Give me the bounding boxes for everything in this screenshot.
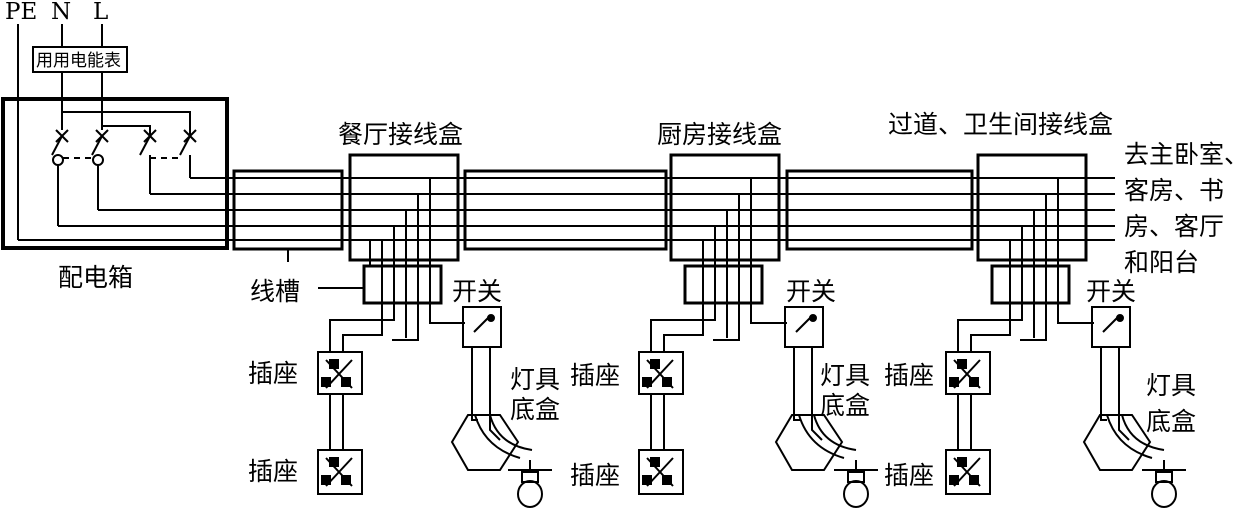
junction-box-kitchen [650,153,787,352]
meter-label: 用用电能表 [36,51,121,71]
destination-line-1: 去主卧室、 [1124,140,1249,169]
pe-label: PE [5,0,37,25]
socket [317,449,363,495]
switch-label: 开关 [1086,277,1136,306]
bulb-icon [508,460,552,508]
room-group-dining: 开关 插座 插座 [248,277,560,508]
socket-label: 插座 [884,361,934,390]
socket-label: 插座 [248,457,298,486]
bulb-icon [1142,460,1186,508]
lamp-box [774,414,857,471]
panel-label: 配电箱 [58,263,133,292]
l-label: L [93,0,108,25]
socket-label: 插座 [570,461,620,490]
destination-line-4: 和阳台 [1124,248,1199,277]
switch-label: 开关 [452,277,502,306]
trough-label: 线槽 [250,277,300,306]
lamp-label-line1: 灯具 [820,361,870,390]
socket-label: 插座 [884,461,934,490]
lamp-label-line2: 底盒 [1146,407,1196,436]
junction-box-kitchen-label: 厨房接线盒 [657,120,782,149]
socket [638,449,684,495]
distribution-panel [1,72,229,250]
socket [945,449,991,495]
switch [462,306,502,441]
lamp-label-line1: 灯具 [1146,371,1196,400]
lamp-box [1082,414,1165,471]
junction-box-dining-label: 餐厅接线盒 [338,120,463,149]
lamp-label-line1: 灯具 [510,365,560,394]
energy-meter: 用用电能表 [32,46,128,73]
junction-box-dining [329,153,465,352]
socket-label: 插座 [570,361,620,390]
n-label: N [51,0,71,25]
junction-box-corridor [957,153,1094,352]
lamp-box [450,414,533,471]
switch [784,306,824,441]
junction-box-corridor-label: 过道、卫生间接线盒 [888,110,1113,139]
room-group-corridor: 开关 插座 插座 [884,277,1196,508]
destination-line-3: 房、客厅 [1124,212,1224,241]
socket-label: 插座 [248,359,298,388]
bulb-icon [834,460,878,508]
destination-line-2: 客房、书 [1124,176,1224,205]
lamp-label-line2: 底盒 [510,395,560,424]
lamp-label-line2: 底盒 [820,391,870,420]
room-group-kitchen: 开关 插座 插座 [570,277,878,508]
switch-label: 开关 [786,277,836,306]
socket [638,351,684,395]
socket [317,351,363,395]
switch [1091,306,1131,441]
socket [945,351,991,395]
